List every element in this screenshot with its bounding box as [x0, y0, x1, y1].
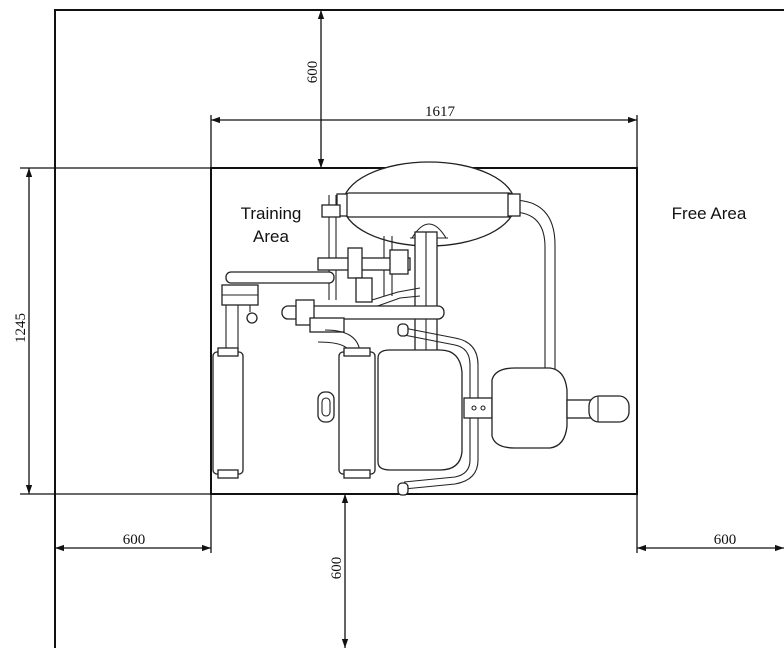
- top-clearance-label: 600: [305, 61, 321, 84]
- machine-width-label: 1617: [425, 104, 456, 120]
- machine-depth-label: 1245: [13, 313, 29, 343]
- extension-lines: [20, 115, 638, 553]
- free-area-label: Free Area: [672, 204, 747, 223]
- training-area-label-line1: Training: [241, 204, 302, 223]
- bottom-clearance-label: 600: [329, 557, 345, 580]
- lower-arm: [281, 305, 445, 320]
- handle: [317, 391, 335, 423]
- dimension-bottom-clearance: 600: [329, 494, 349, 648]
- left-foam-roller: [212, 351, 244, 475]
- back-rest: [491, 367, 568, 449]
- dimension-machine-depth: 1245: [13, 168, 33, 494]
- dimension-top-clearance: 600: [305, 10, 325, 168]
- adjust-pin: [566, 399, 592, 419]
- dimension-machine-width: 1617: [211, 104, 637, 124]
- equipment-top-view: [212, 161, 630, 496]
- right-clearance-label: 600: [714, 532, 737, 548]
- center-pad: [338, 351, 376, 475]
- upper-arm: [225, 271, 335, 284]
- seat-body: [377, 349, 463, 471]
- left-clearance-label: 600: [123, 532, 146, 548]
- free-area-boundary: [54, 9, 784, 648]
- dimension-right-clearance: 600: [637, 532, 784, 552]
- dimension-left-clearance: 600: [55, 532, 211, 552]
- training-area-label-line2: Area: [253, 227, 289, 246]
